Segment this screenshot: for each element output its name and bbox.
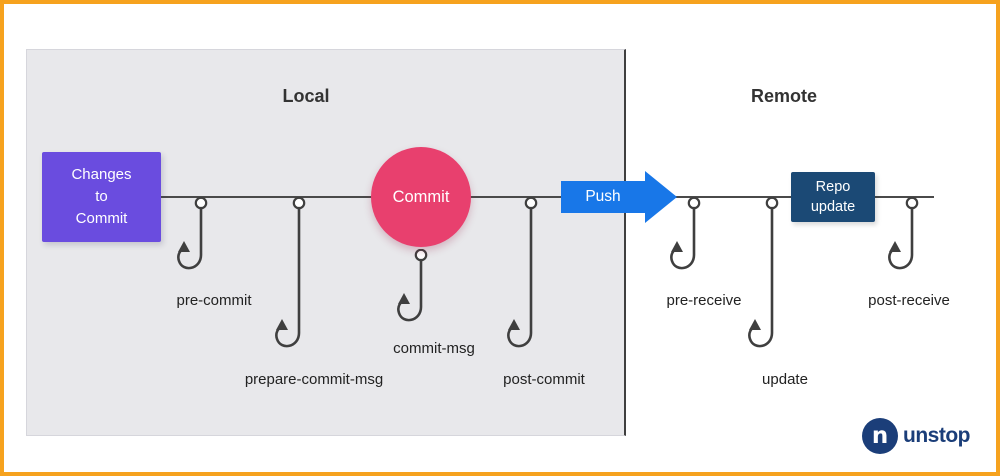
timeline-line (161, 196, 934, 198)
hook-label-pre-receive: pre-receive (666, 292, 742, 309)
unstop-logo-text: unstop (903, 424, 970, 447)
commit-msg-hook-icon (397, 249, 428, 322)
post-receive-hook-icon (888, 197, 919, 270)
hook-label-prepare-commit-msg: prepare-commit-msg (244, 371, 384, 388)
hook-label-post-commit: post-commit (503, 371, 585, 388)
prepare-commit-msg-hook-icon (275, 197, 306, 348)
hook-label-pre-commit: pre-commit (176, 292, 252, 309)
push-arrow-icon (561, 171, 677, 223)
hook-label-post-receive: post-receive (868, 292, 950, 309)
changes-to-commit-box: Changes to Commit (42, 152, 161, 242)
local-panel (26, 49, 626, 436)
push-arrow-label: Push (585, 188, 621, 205)
remote-title: Remote (750, 86, 817, 106)
hook-label-update: update (762, 371, 808, 388)
unstop-logo-mark-icon: n (862, 418, 899, 454)
repo-update-box: Repo update (791, 172, 875, 222)
update-hook-icon (748, 197, 779, 348)
commit-circle: Commit (371, 147, 471, 247)
pre-commit-hook-icon (177, 197, 208, 270)
unstop-logo: n unstop (862, 418, 970, 454)
pre-receive-hook-icon (670, 197, 701, 270)
post-commit-hook-icon (507, 197, 538, 348)
hook-label-commit-msg: commit-msg (393, 340, 475, 357)
local-title: Local (282, 86, 330, 106)
